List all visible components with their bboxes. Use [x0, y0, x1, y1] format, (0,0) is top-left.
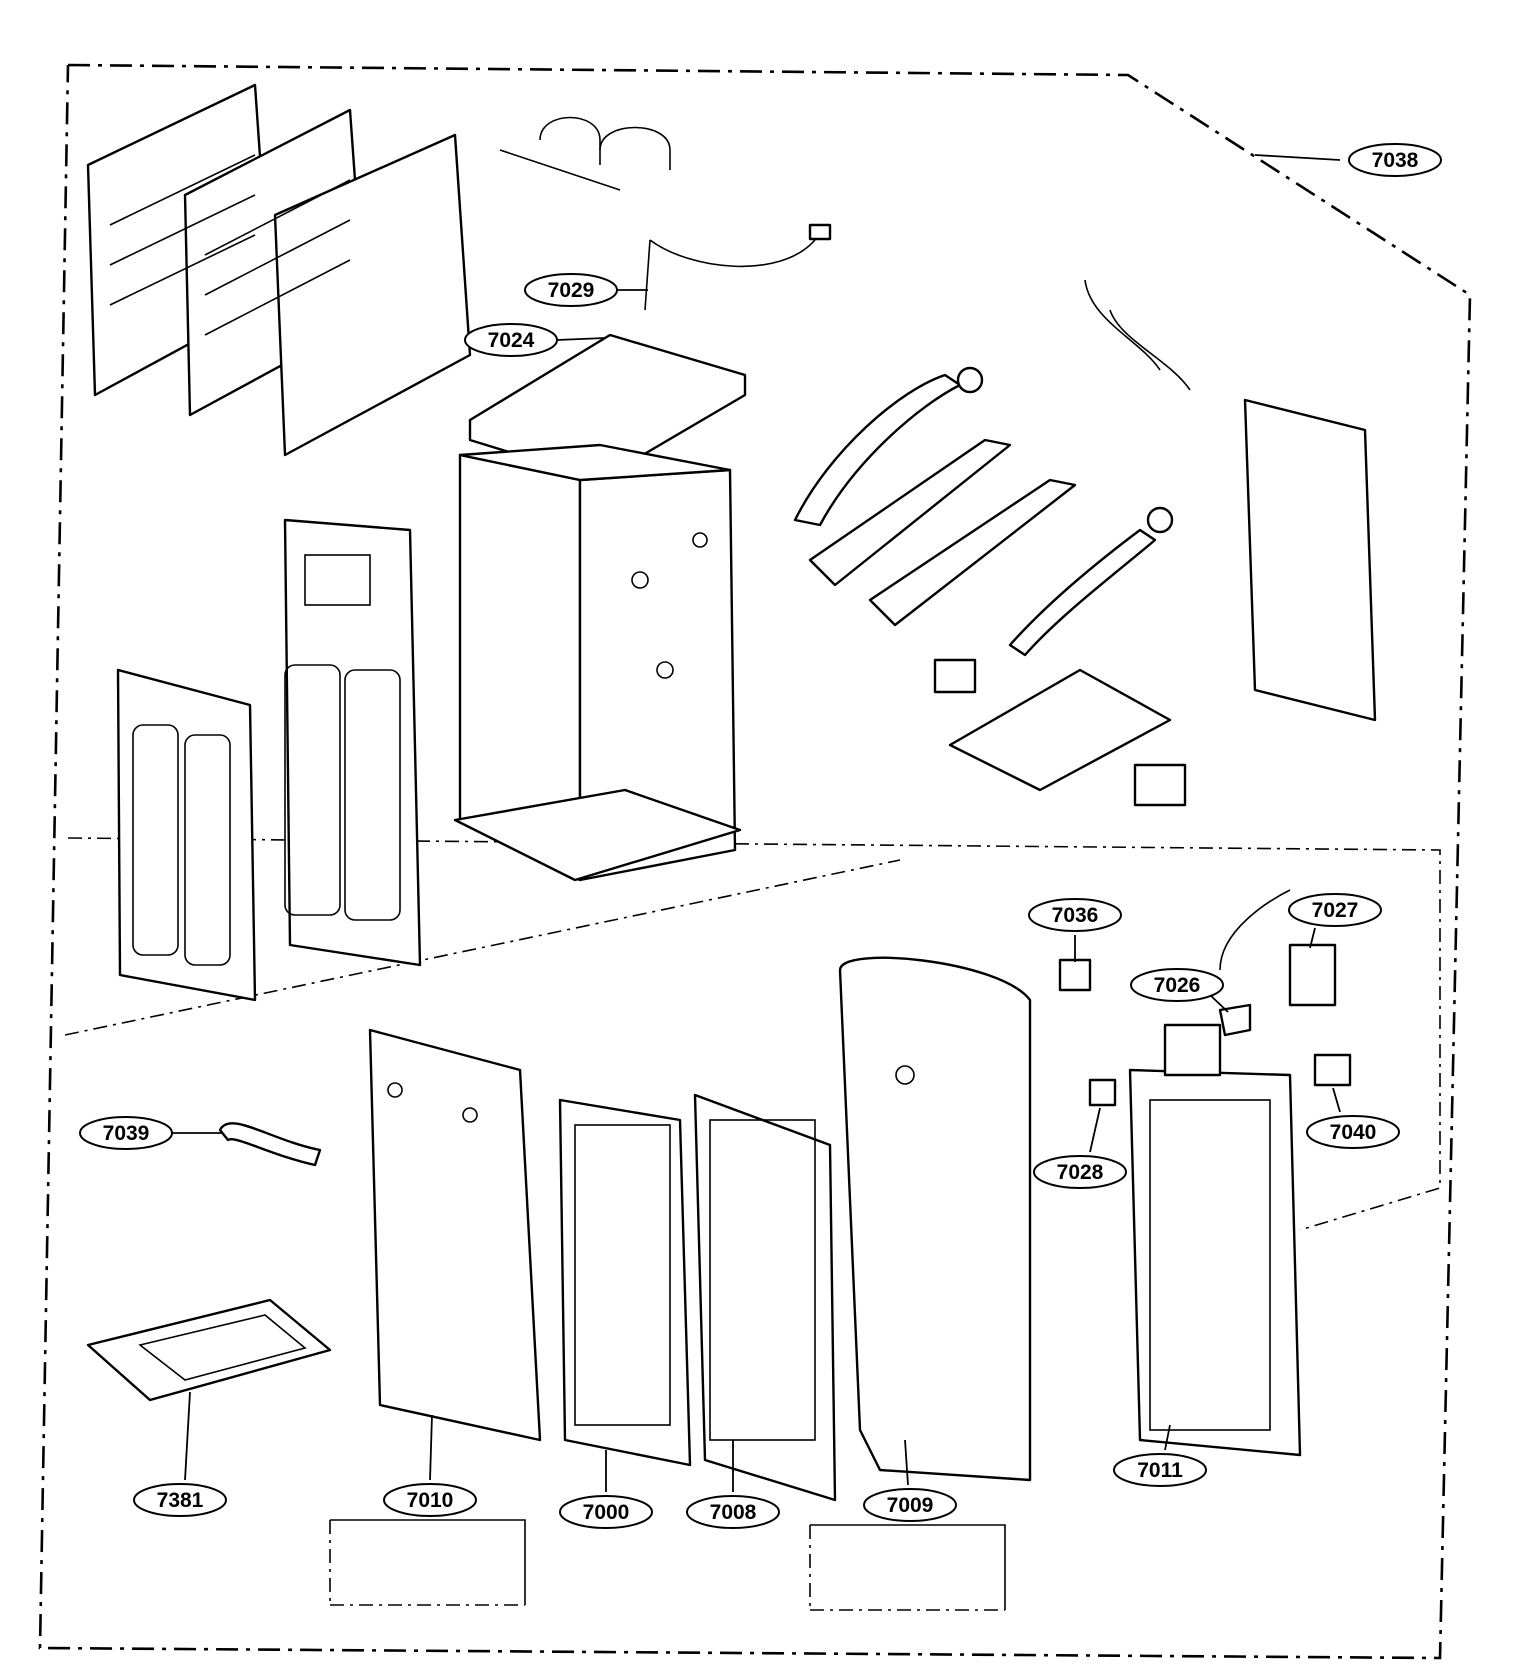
door-glass — [558, 1098, 692, 1467]
callout-oval-7026 — [1130, 968, 1224, 1002]
callout-label-7026: 7026 — [1154, 974, 1201, 997]
assembly-boundary-outer — [38, 63, 1472, 1660]
drip-tray — [86, 1298, 332, 1402]
callout-7010: 7010 — [383, 1414, 477, 1517]
thermistor-part — [644, 223, 832, 311]
small-switch-7040 — [1313, 1053, 1352, 1087]
callout-leader-7038 — [1254, 154, 1341, 161]
callout-oval-7040 — [1306, 1115, 1400, 1149]
callout-oval-7027 — [1288, 893, 1382, 927]
reference-box-right — [809, 1524, 1006, 1611]
switch-bracket — [1128, 1023, 1302, 1457]
right-side-panel — [1243, 398, 1377, 722]
callout-oval-7010 — [383, 1483, 477, 1517]
heater-coil-group — [499, 116, 671, 191]
callout-oval-7039 — [79, 1116, 173, 1150]
subassembly-boundary-diagonal — [64, 859, 901, 1036]
grill-panel-group — [86, 83, 472, 457]
callout-leader-7024 — [556, 337, 606, 341]
small-switch-7027 — [1219, 889, 1337, 1007]
callout-label-7027: 7027 — [1312, 899, 1359, 922]
callout-7038: 7038 — [1254, 143, 1442, 177]
callout-label-7038: 7038 — [1372, 149, 1419, 172]
callout-oval-7038 — [1348, 143, 1442, 177]
callout-7011: 7011 — [1113, 1424, 1207, 1487]
callout-7009: 7009 — [863, 1439, 957, 1522]
callout-7381: 7381 — [133, 1391, 227, 1517]
callout-leader-7381 — [184, 1391, 191, 1481]
main-cavity-box — [453, 443, 742, 882]
callout-7008: 7008 — [686, 1440, 780, 1529]
callout-7000: 7000 — [559, 1450, 653, 1529]
callout-leader-7010 — [429, 1414, 433, 1481]
callout-label-7040: 7040 — [1330, 1121, 1377, 1144]
callout-label-7039: 7039 — [103, 1122, 150, 1145]
callout-7027: 7027 — [1288, 893, 1382, 949]
callout-oval-7008 — [686, 1495, 780, 1529]
front-panel — [283, 518, 422, 967]
callout-oval-7024 — [464, 323, 558, 357]
cavity-top-plate — [468, 333, 747, 482]
callout-7028: 7028 — [1033, 1107, 1127, 1189]
callout-layer: 7038 7029 7024 7036 7027 7026 7039 7028 7040 7381… — [79, 143, 1442, 1529]
subassembly-boundary-upper — [67, 837, 1441, 1231]
callout-leader-7040 — [1332, 1087, 1341, 1113]
callout-leader-7026 — [1209, 994, 1229, 1013]
callout-leader-7011 — [1164, 1424, 1171, 1451]
callout-oval-7000 — [559, 1495, 653, 1529]
callout-label-7381: 7381 — [157, 1489, 204, 1512]
callout-leader-7027 — [1309, 927, 1316, 949]
handle-part — [218, 1122, 322, 1167]
callout-oval-7028 — [1033, 1155, 1127, 1189]
callout-label-7028: 7028 — [1057, 1161, 1104, 1184]
callout-7029: 7029 — [524, 273, 648, 307]
small-part-7028 — [1088, 1078, 1117, 1107]
callout-label-7010: 7010 — [407, 1489, 454, 1512]
callout-label-7009: 7009 — [887, 1494, 934, 1517]
callout-label-7036: 7036 — [1052, 904, 1099, 927]
callout-oval-7036 — [1028, 898, 1122, 932]
small-switch-7036 — [1058, 958, 1092, 992]
door-frame — [693, 1093, 837, 1502]
front-cover-plate — [368, 1028, 542, 1442]
door-inner-frame — [116, 668, 257, 1002]
callout-leader-7028 — [1089, 1107, 1101, 1153]
callout-7040: 7040 — [1306, 1087, 1400, 1149]
callout-7039: 7039 — [79, 1116, 222, 1150]
callout-leader-7009 — [904, 1439, 909, 1486]
callout-7036: 7036 — [1028, 898, 1122, 962]
callout-label-7008: 7008 — [710, 1501, 757, 1524]
reference-box-left — [329, 1519, 526, 1606]
callout-label-7029: 7029 — [548, 279, 595, 302]
callout-oval-7381 — [133, 1483, 227, 1517]
callout-oval-7011 — [1113, 1453, 1207, 1487]
callout-oval-7029 — [524, 273, 618, 307]
callout-label-7024: 7024 — [488, 329, 535, 352]
callout-oval-7009 — [863, 1488, 957, 1522]
callout-label-7000: 7000 — [583, 1501, 630, 1524]
latch-tray — [933, 658, 1187, 807]
callout-label-7011: 7011 — [1137, 1459, 1183, 1482]
control-housing — [838, 956, 1032, 1482]
hinge-arm-group — [793, 279, 1191, 657]
callout-7024: 7024 — [464, 323, 606, 357]
callout-7026: 7026 — [1130, 968, 1229, 1013]
